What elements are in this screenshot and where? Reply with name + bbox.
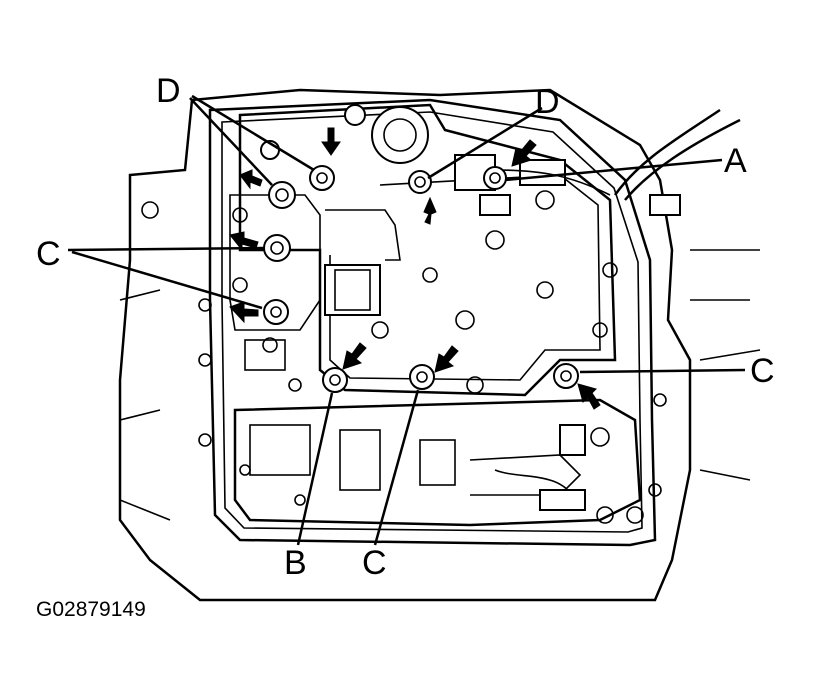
callout-b: B	[284, 544, 307, 582]
pointer-arrows	[229, 127, 601, 410]
callout-labels: D D A C C B C	[36, 72, 775, 582]
bolt-c-center	[409, 364, 435, 390]
leader-lines	[67, 94, 746, 546]
arrow-bolt-d-right	[423, 196, 437, 225]
left-side-plate	[229, 194, 401, 371]
lower-valve-body	[233, 398, 644, 527]
callout-c-left: C	[36, 235, 61, 273]
bolt-d-left-1	[268, 181, 296, 209]
arrow-bolt-a	[511, 139, 537, 167]
arrow-bolt-d-left-1	[239, 169, 263, 190]
arrow-bolt-c-right	[577, 383, 601, 410]
bolt-b	[322, 367, 348, 393]
bolt-d-left-2	[309, 165, 335, 191]
callout-d-right: D	[535, 83, 560, 121]
arrow-bolt-b	[342, 342, 367, 370]
callout-c-right: C	[750, 352, 775, 390]
bolt-d-right	[408, 170, 432, 194]
transmission-case	[118, 88, 761, 602]
callout-c-bottom: C	[362, 544, 387, 582]
bolt-c-left-1	[263, 234, 291, 262]
bolt-group	[263, 165, 579, 393]
figure-code: G02879149	[36, 598, 146, 621]
pan-gasket-surface	[208, 98, 657, 547]
bolt-c-right	[553, 363, 579, 389]
callout-a: A	[724, 142, 747, 180]
callout-d-left: D	[156, 72, 181, 110]
arrow-bolt-d-left-2	[321, 127, 341, 156]
arrow-bolt-c-center	[434, 345, 459, 373]
bolt-c-left-2	[263, 299, 289, 325]
bolt-a	[483, 166, 507, 190]
